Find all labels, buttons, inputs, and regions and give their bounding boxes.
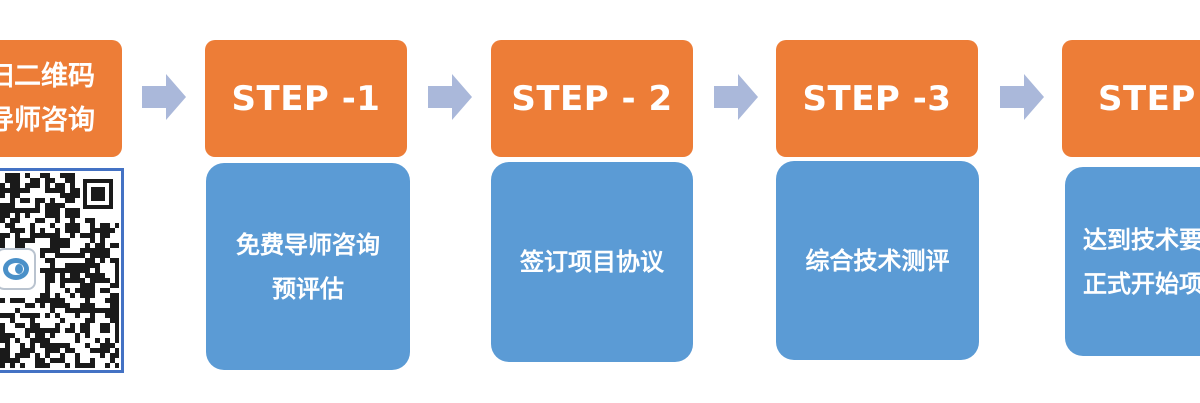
step-1-title: STEP -1 — [231, 78, 381, 119]
step-3-header: STEP -3 — [776, 40, 978, 157]
step-3-box: 综合技术测评 — [776, 161, 979, 360]
scan-qr-label: 扫二维码 — [0, 60, 95, 92]
mentor-consult-label: 导师咨询 — [0, 104, 95, 136]
app-logo-icon — [0, 248, 36, 290]
step-1-header: STEP -1 — [205, 40, 407, 157]
step-4-line-1: 达到技术要求 — [1083, 225, 1200, 254]
step-2-line-1: 签订项目协议 — [520, 248, 664, 276]
step-1-box: 免费导师咨询 预评估 — [206, 163, 410, 370]
step-1-line-1: 免费导师咨询 — [236, 230, 380, 259]
step-2-header: STEP - 2 — [491, 40, 693, 157]
qr-code-icon — [0, 173, 119, 368]
right-arrow-icon — [428, 74, 472, 120]
right-arrow-icon — [1000, 74, 1044, 120]
scan-qr-header: 扫二维码 导师咨询 — [0, 40, 122, 157]
step-4-title: STEP - 4 — [1098, 78, 1200, 119]
step-4-box: 达到技术要求 正式开始项目 — [1065, 167, 1200, 356]
right-arrow-icon — [714, 74, 758, 120]
step-4-header: STEP - 4 — [1062, 40, 1200, 157]
step-4-line-2: 正式开始项目 — [1083, 269, 1200, 298]
qr-code-frame[interactable] — [0, 168, 124, 373]
right-arrow-icon — [142, 74, 186, 120]
step-3-title: STEP -3 — [802, 78, 952, 119]
step-3-line-1: 综合技术测评 — [805, 246, 950, 275]
step-1-line-2: 预评估 — [272, 274, 344, 303]
step-2-box: 签订项目协议 — [491, 162, 693, 362]
step-2-title: STEP - 2 — [511, 78, 673, 119]
